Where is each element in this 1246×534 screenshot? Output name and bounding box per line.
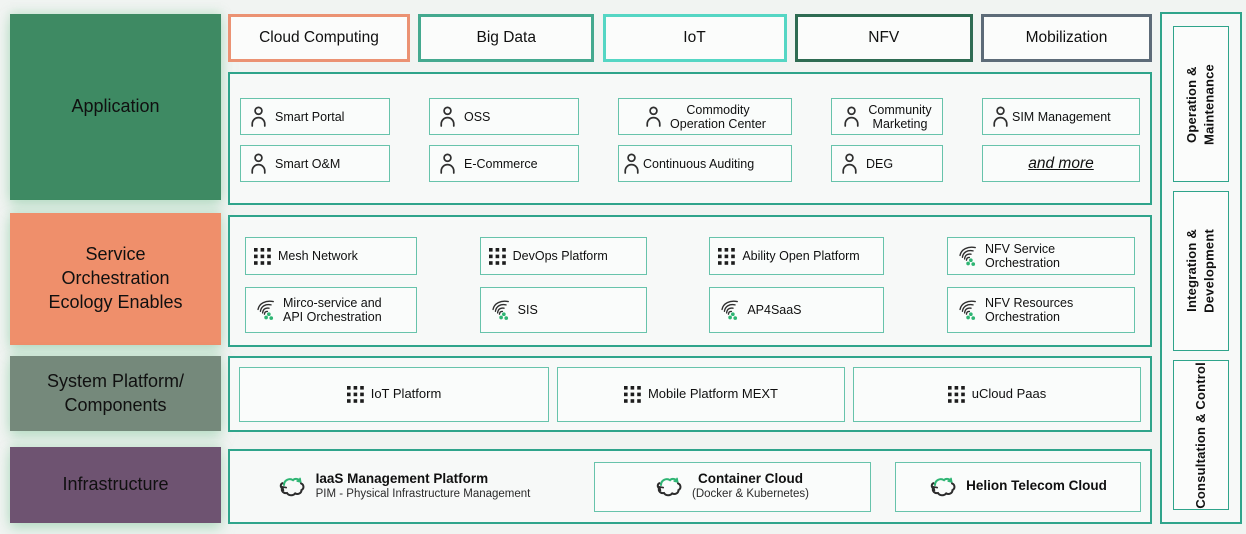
app-item-sim-management: SIM Management bbox=[982, 98, 1140, 135]
svc-item-label: AP4SaaS bbox=[747, 303, 802, 317]
app-item-community-marketing: Community Marketing bbox=[831, 98, 943, 135]
tech-cloud-computing: Cloud Computing bbox=[228, 14, 410, 62]
svc-item-sis: SIS bbox=[479, 287, 647, 333]
rail-label: Integration & Development bbox=[1184, 229, 1217, 313]
infra-item-helion-telecom-cloud: Helion Telecom Cloud bbox=[895, 461, 1141, 512]
technology-row: Cloud Computing Big Data IoT NFV Mobiliz… bbox=[228, 14, 1152, 62]
tech-mobilization: Mobilization bbox=[981, 14, 1152, 62]
svc-item-mesh-network: Mesh Network bbox=[245, 237, 417, 275]
app-item-deg: DEG bbox=[831, 145, 943, 182]
orchestration-icon bbox=[257, 300, 274, 320]
cloud-sync-icon bbox=[930, 477, 956, 497]
grid-icon bbox=[488, 247, 506, 265]
orchestration-icon bbox=[959, 246, 976, 266]
rail-label: Consultation & Control bbox=[1193, 361, 1209, 509]
tech-big-data: Big Data bbox=[418, 14, 595, 62]
platform-item-ucloud-paas: uCloud Paas bbox=[853, 366, 1141, 422]
platform-item-iot-platform: IoT Platform bbox=[239, 366, 549, 422]
app-item-and-more: and more bbox=[982, 145, 1140, 182]
person-icon bbox=[440, 106, 455, 127]
person-icon bbox=[993, 106, 1008, 127]
person-icon bbox=[646, 106, 661, 127]
infra-item-container-cloud: Container Cloud (Docker & Kubernetes) bbox=[593, 461, 871, 512]
app-item-label: Continuous Auditing bbox=[643, 156, 755, 171]
person-icon bbox=[842, 153, 857, 174]
platform-item-mobile-platform-mext: Mobile Platform MEXT bbox=[557, 366, 845, 422]
platform-item-label: Mobile Platform MEXT bbox=[647, 385, 779, 401]
grid-icon bbox=[947, 385, 965, 403]
svc-item-label: NFV Service Orchestration bbox=[984, 242, 1060, 270]
person-icon bbox=[251, 153, 266, 174]
layer-application: Application bbox=[10, 14, 221, 200]
app-item-label: and more bbox=[1028, 154, 1094, 172]
tech-nfv: NFV bbox=[794, 14, 973, 62]
app-item-smart-om: Smart O&M bbox=[240, 145, 390, 182]
svc-item-nfv-resources-orchestration: NFV Resources Orchestration bbox=[946, 287, 1135, 333]
cloud-sync-icon bbox=[656, 477, 682, 497]
app-item-label: DEG bbox=[866, 156, 894, 171]
svc-item-devops-platform: DevOps Platform bbox=[479, 237, 647, 275]
svc-item-ap4saas: AP4SaaS bbox=[709, 287, 885, 333]
person-icon bbox=[844, 106, 860, 127]
svc-item-microservice-api-orchestration: Mirco-service and API Orchestration bbox=[245, 287, 417, 333]
rail-consultation-control: Consultation & Control bbox=[1173, 360, 1229, 510]
rail-operation-maintenance: Operation & Maintenance bbox=[1173, 26, 1229, 182]
app-item-label: SIM Management bbox=[1012, 109, 1111, 124]
layer-system-platform: System Platform/ Components bbox=[10, 356, 221, 431]
infra-item-title: IaaS Management Platform bbox=[315, 471, 489, 487]
person-icon bbox=[440, 153, 455, 174]
svc-item-label: Ability Open Platform bbox=[742, 249, 860, 263]
cloud-sync-icon bbox=[279, 477, 305, 497]
svc-item-label: NFV Resources Orchestration bbox=[984, 296, 1074, 324]
infra-item-subtitle: PIM - Physical Infrastructure Management bbox=[315, 488, 531, 501]
rail-integration-development: Integration & Development bbox=[1173, 191, 1229, 351]
grid-icon bbox=[346, 385, 364, 403]
app-item-label: Community Marketing bbox=[868, 102, 932, 131]
platform-item-label: uCloud Paas bbox=[971, 385, 1047, 401]
rail-label: Operation & Maintenance bbox=[1184, 63, 1217, 145]
platforms-panel: IoT Platform Mobile Platform MEXT uCloud… bbox=[228, 356, 1152, 432]
app-item-continuous-auditing: Continuous Auditing bbox=[618, 145, 792, 182]
grid-icon bbox=[623, 385, 641, 403]
app-item-label: Smart Portal bbox=[275, 109, 345, 124]
app-item-label: Commodity Operation Center bbox=[670, 102, 766, 131]
person-icon bbox=[624, 153, 639, 174]
app-item-smart-portal: Smart Portal bbox=[240, 98, 390, 135]
svc-item-label: SIS bbox=[517, 303, 538, 317]
services-panel: Mesh Network DevOps Platform Ability Ope… bbox=[228, 215, 1152, 347]
app-item-oss: OSS bbox=[429, 98, 579, 135]
right-rail: Operation & Maintenance Integration & De… bbox=[1160, 12, 1242, 524]
tech-iot: IoT bbox=[602, 14, 787, 62]
layer-infrastructure: Infrastructure bbox=[10, 447, 221, 523]
app-item-label: Smart O&M bbox=[275, 156, 341, 171]
infra-item-subtitle: (Docker & Kubernetes) bbox=[692, 488, 809, 501]
orchestration-icon bbox=[492, 300, 509, 320]
svc-item-nfv-service-orchestration: NFV Service Orchestration bbox=[946, 237, 1135, 275]
infra-item-title: Helion Telecom Cloud bbox=[966, 478, 1107, 494]
app-item-commodity-operation-center: Commodity Operation Center bbox=[618, 98, 792, 135]
app-item-label: OSS bbox=[464, 109, 491, 124]
platform-item-label: IoT Platform bbox=[370, 385, 442, 401]
grid-icon bbox=[718, 247, 736, 265]
svc-item-label: Mirco-service and API Orchestration bbox=[283, 296, 382, 324]
svc-item-label: Mesh Network bbox=[278, 249, 358, 263]
app-item-label: E-Commerce bbox=[464, 156, 538, 171]
orchestration-icon bbox=[959, 300, 976, 320]
grid-icon bbox=[254, 247, 271, 265]
application-panel: Smart Portal OSS Commodity Operation Cen… bbox=[228, 72, 1152, 205]
infra-item-title: Container Cloud bbox=[698, 471, 803, 487]
layer-service-orchestration: Service Orchestration Ecology Enables bbox=[10, 213, 221, 345]
svc-item-ability-open-platform: Ability Open Platform bbox=[709, 237, 885, 275]
infra-item-iaas-management-platform: IaaS Management Platform PIM - Physical … bbox=[239, 471, 569, 502]
orchestration-icon bbox=[721, 300, 739, 320]
app-item-e-commerce: E-Commerce bbox=[429, 145, 579, 182]
svc-item-label: DevOps Platform bbox=[512, 249, 608, 263]
infrastructure-panel: IaaS Management Platform PIM - Physical … bbox=[228, 449, 1152, 524]
person-icon bbox=[251, 106, 266, 127]
